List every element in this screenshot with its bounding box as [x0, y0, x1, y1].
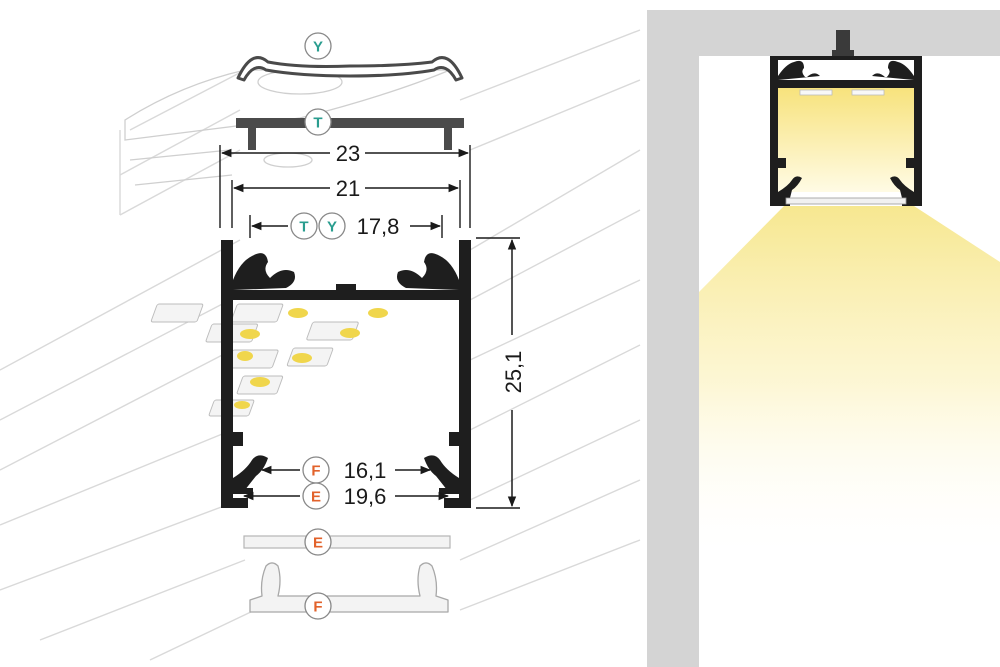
dim-cover-f: 16,1	[260, 458, 432, 483]
light-beam	[699, 206, 1000, 560]
badge-y-top: Y	[304, 32, 332, 60]
wall	[647, 10, 699, 667]
mounted-illustration	[647, 10, 1000, 667]
ceiling-mount-icon	[832, 30, 854, 56]
dim-23-label: 23	[336, 141, 360, 166]
badge-t-dim: T	[290, 212, 318, 240]
dim-width-inner: 21	[231, 176, 461, 228]
svg-text:Y: Y	[327, 219, 337, 236]
svg-text:E: E	[311, 489, 321, 506]
dim-cover-e: 19,6	[242, 484, 450, 509]
mounted-profile-light	[776, 86, 916, 192]
badge-e-bottom: E	[304, 528, 332, 556]
svg-text:T: T	[313, 115, 322, 132]
mounted-cover	[785, 197, 907, 205]
dim-25-1-label: 25,1	[501, 351, 526, 394]
cover-e-shape	[243, 535, 451, 549]
badge-f-bottom: F	[304, 592, 332, 620]
led-chip-icon	[234, 308, 388, 409]
cover-f-shape	[249, 562, 449, 613]
dim-16-1-label: 16,1	[344, 458, 387, 483]
cover-t-shape	[236, 118, 464, 150]
svg-text:T: T	[299, 219, 308, 236]
badge-y-dim: Y	[318, 212, 346, 240]
dim-height: 25,1	[476, 237, 526, 509]
badge-f-dim: F	[302, 456, 330, 484]
svg-text:E: E	[313, 535, 323, 552]
badge-t-top: T	[304, 108, 332, 136]
dim-19-6-label: 19,6	[344, 484, 387, 509]
svg-text:F: F	[313, 599, 322, 616]
svg-text:F: F	[311, 463, 320, 480]
dim-21-label: 21	[336, 176, 360, 201]
cover-y-shape	[236, 56, 464, 82]
svg-text:Y: Y	[313, 39, 323, 56]
dim-17-8-label: 17,8	[357, 214, 400, 239]
perspective-sketch	[0, 29, 641, 661]
dim-width-outer: 23	[219, 141, 471, 228]
profile-body	[150, 240, 471, 508]
dim-cover-ty: 17,8	[249, 214, 443, 239]
led-strip	[150, 303, 359, 417]
badge-e-dim: E	[302, 482, 330, 510]
